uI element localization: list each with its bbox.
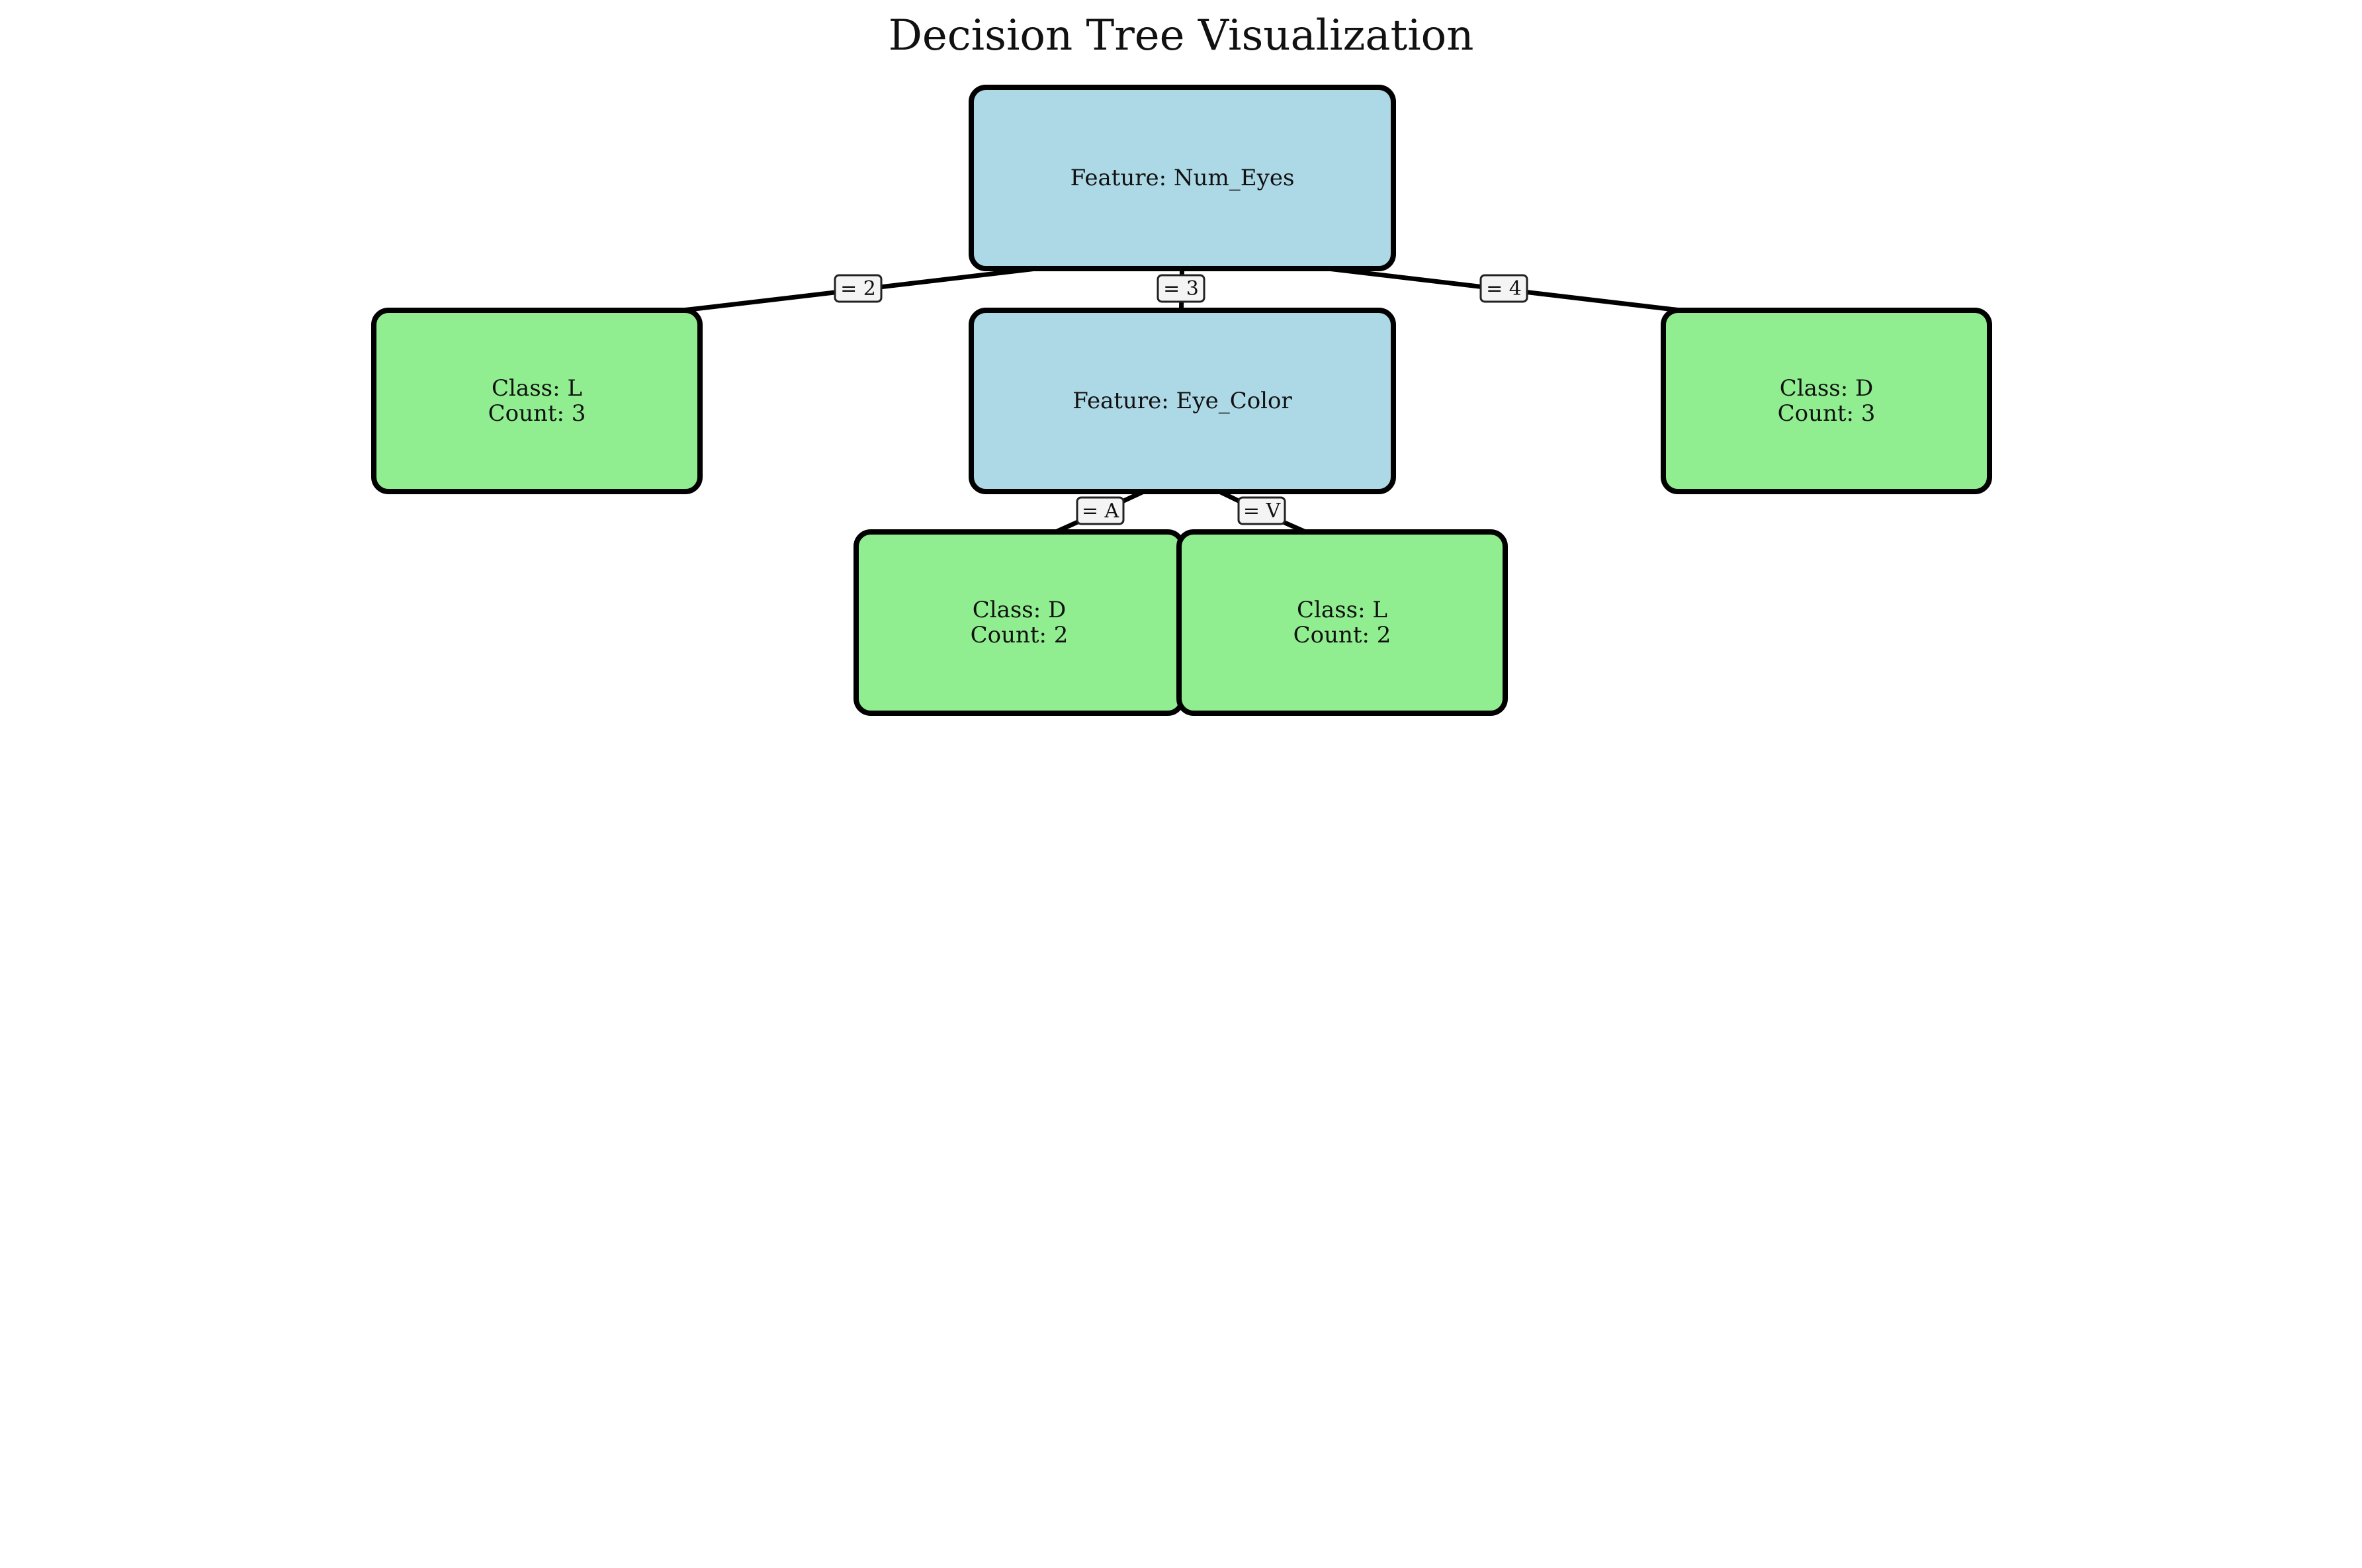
node-text-line: Count: 2: [1293, 622, 1391, 648]
node-text-line: Class: L: [492, 375, 582, 402]
edge-label-text: = 2: [840, 277, 876, 300]
node-text-line: Class: L: [1297, 597, 1387, 623]
tree-node-eye-color: Feature: Eye_Color: [969, 308, 1396, 494]
edge-label-box: [1157, 274, 1205, 303]
diagram-title: Decision Tree Visualization: [889, 11, 1474, 60]
tree-node-root: Feature: Num_Eyes: [969, 85, 1396, 271]
edge-label-leaf-2: = 2: [834, 274, 883, 303]
feature-node-box: [969, 308, 1396, 494]
edge-label-leaf-a: = A: [1076, 496, 1125, 525]
edge-label-eye-color: = 3: [1157, 274, 1205, 303]
node-text-line: Class: D: [1780, 375, 1874, 402]
edge-labels-layer: = 2 = 3 = 4 = A = V: [834, 274, 1528, 525]
leaf-node-box: [371, 308, 703, 494]
node-text-line: Count: 3: [488, 400, 586, 427]
edge-label-box: [1479, 274, 1528, 303]
edge-label-box: [1076, 496, 1125, 525]
node-text-line: Count: 2: [971, 622, 1069, 648]
edge-label-text: = V: [1243, 500, 1282, 523]
feature-node-box: [969, 85, 1396, 271]
node-text-line: Class: D: [973, 597, 1067, 623]
node-text-line: Count: 3: [1778, 400, 1876, 427]
edge-label-box: [1237, 496, 1286, 525]
node-text-line: Feature: Eye_Color: [1072, 388, 1292, 414]
edge-label-text: = A: [1082, 500, 1119, 523]
node-text-line: Feature: Num_Eyes: [1071, 165, 1295, 191]
edge-label-leaf-4: = 4: [1479, 274, 1528, 303]
leaf-node-box: [1661, 308, 1992, 494]
edge-label-box: [834, 274, 883, 303]
edge-label-text: = 3: [1163, 277, 1199, 300]
edge-label-leaf-v: = V: [1237, 496, 1286, 525]
leaf-node-box: [1176, 529, 1508, 716]
edge-label-text: = 4: [1486, 277, 1522, 300]
